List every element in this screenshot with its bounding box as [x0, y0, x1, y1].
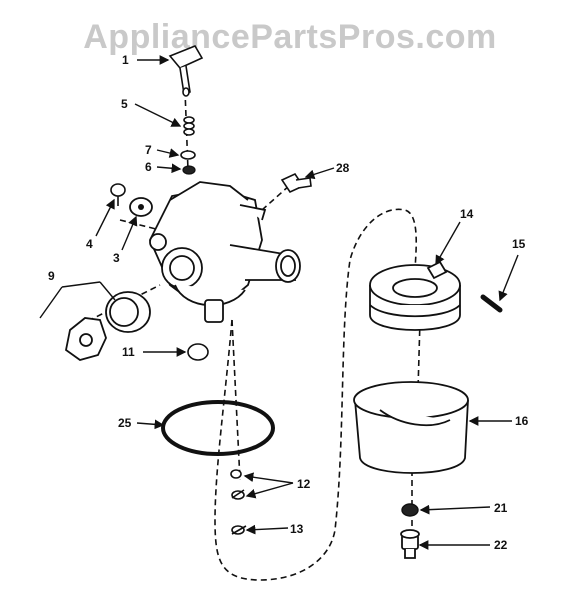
part-choke-assembly	[65, 291, 151, 361]
callout-3: 3	[113, 251, 120, 265]
callout-28: 28	[336, 161, 350, 175]
watermark: AppliancePartsPros.com	[83, 18, 497, 56]
callout-25: 25	[118, 416, 132, 430]
callout-15: 15	[512, 237, 526, 251]
callout-16: 16	[515, 414, 529, 428]
callout-4: 4	[86, 237, 93, 251]
part-screw-4	[110, 183, 126, 206]
callout-12: 12	[297, 477, 311, 491]
part-gasket-hole	[138, 204, 144, 210]
carburetor-body	[149, 181, 301, 323]
callout-11: 11	[122, 345, 135, 359]
part-fuel-fitting	[280, 172, 312, 194]
part-bowl-washer	[401, 503, 419, 517]
callout-5: 5	[121, 97, 128, 111]
part-bowl-nut	[400, 529, 420, 559]
callout-9: 9	[48, 269, 55, 283]
assembly-lines	[69, 89, 421, 581]
callout-7: 7	[145, 143, 152, 157]
part-float	[369, 260, 461, 331]
leader-lines	[39, 55, 519, 550]
part-throttle-lever	[168, 45, 204, 97]
callout-21: 21	[494, 501, 508, 515]
callout-6: 6	[145, 160, 152, 174]
callout-13: 13	[290, 522, 304, 536]
part-washer	[180, 150, 196, 160]
callout-1: 1	[122, 53, 129, 67]
part-float-bowl	[353, 381, 469, 474]
part-spring	[183, 116, 195, 136]
callout-14: 14	[460, 207, 474, 221]
callout-22: 22	[494, 538, 508, 552]
part-seal	[182, 165, 196, 175]
part-o-ring	[161, 400, 275, 456]
part-plug	[187, 343, 209, 361]
part-needle-seats	[230, 469, 247, 535]
part-float-pin	[480, 294, 503, 313]
